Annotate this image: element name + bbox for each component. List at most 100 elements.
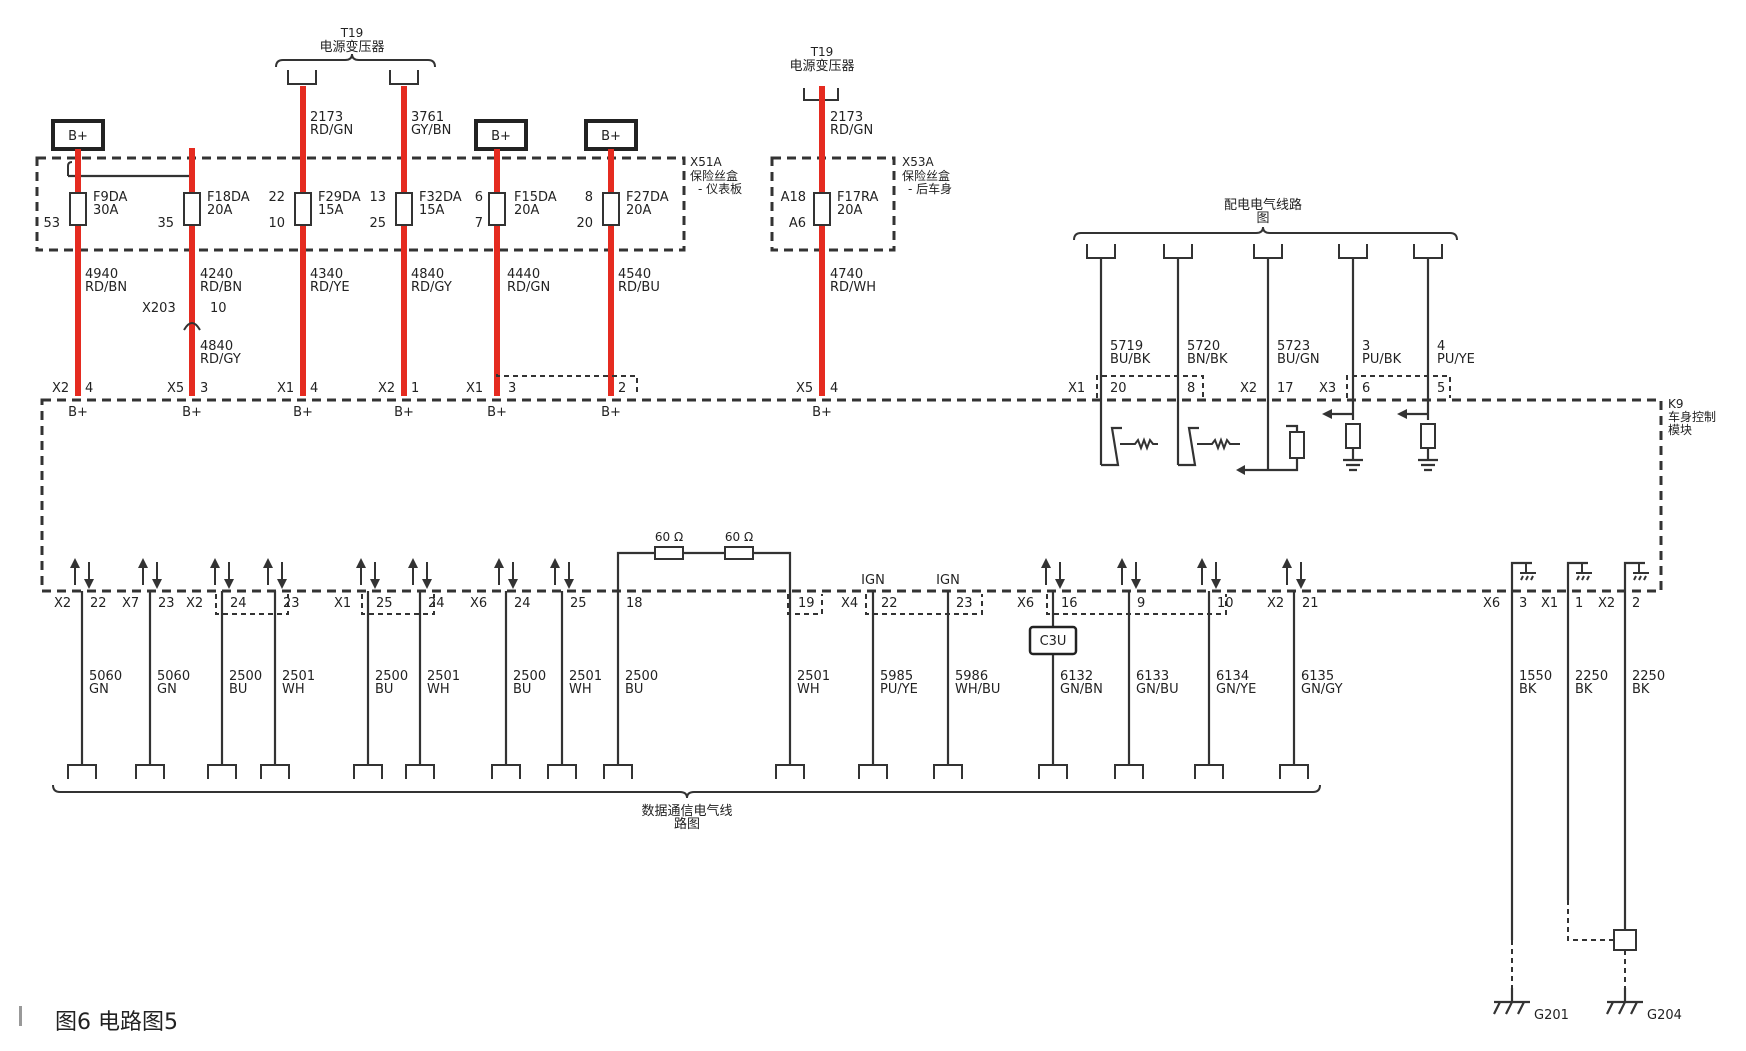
wire-color: GN [157,682,177,697]
wire-code: 5060 [89,669,122,684]
bplus-label: B+ [491,129,511,144]
wire-color: BN/BK [1187,352,1228,367]
conn-pin: 6 [1362,381,1370,396]
arrow-left-icon [1397,409,1407,419]
conn-label: X2 [54,596,71,611]
bplus-box-2: B+ [474,119,528,151]
ign-label: IGN [861,573,885,588]
wire-code: 2500 [625,669,658,684]
input-wire-labels: 2173 RD/GN 3761 GY/BN 2173 RD/GN [310,110,873,138]
conn-pin: 8 [1187,381,1195,396]
conn-label: X1 [466,381,483,396]
wire-color: RD/GN [507,280,550,295]
conn-pin: 23 [956,596,973,611]
wire-code: 5986 [955,669,988,684]
wire-color: RD/WH [830,280,876,295]
conn-label: X4 [841,596,858,611]
output-wire-labels: 4940 RD/BN 4240 RD/BN 4340 RD/YE 4840 RD… [85,267,876,295]
fuse-pin: 35 [157,216,174,231]
wire-color: RD/GN [310,123,353,138]
wire-code: 1550 [1519,669,1552,684]
fuse-pin-numbers: 53 35 22 10 13 25 6 7 8 20 A18 A6 [43,190,806,231]
t19-left-name: 电源变压器 [319,39,384,55]
bplus-label: B+ [293,405,313,420]
wire-code: 5985 [880,669,913,684]
fuse-rating: 20A [514,203,540,218]
wire-code: 4740 [830,267,863,282]
wire-color: PU/BK [1362,352,1402,367]
wire-color: PU/YE [880,682,918,697]
wire-color: RD/BN [200,280,242,295]
module-line2: 模块 [1668,423,1692,437]
switch-input-symbols [1101,409,1438,475]
fuse-box-rear-line2: - 后车身 [908,181,952,196]
wire-color: GN/BN [1060,682,1103,697]
wire-color: PU/YE [1437,352,1475,367]
conn-pin: 22 [881,596,898,611]
wire-code: 5720 [1187,339,1220,354]
conn-label: X6 [1483,596,1500,611]
conn-label: X5 [796,381,813,396]
conn-pin: 5 [1437,381,1445,396]
wire-color: RD/BU [618,280,660,295]
wire-code: 4940 [85,267,118,282]
wire-color: GN/YE [1216,682,1256,697]
wire-code: 2173 [830,110,863,125]
arrow-updown-icon [356,558,380,589]
fuse-pin: 7 [475,216,483,231]
data-ref-line1: 数据通信电气线 [641,803,732,819]
wire-code: 6132 [1060,669,1093,684]
fuse-rating: 20A [626,203,652,218]
fuse-box-ip-line1: 保险丝盒 [690,168,738,183]
fuse-box-ip-label: X51A 保险丝盒 - 仪表板 [690,155,742,196]
arrow-left-icon [1322,409,1332,419]
conn-pin: 3 [1519,596,1527,611]
fuse-pin: 20 [576,216,593,231]
arrow-updown-icon [1041,558,1065,589]
wire-code: 2500 [513,669,546,684]
x203-pin: 10 [210,301,227,316]
conn-pin: 18 [626,596,643,611]
conn-label: X2 [1598,596,1615,611]
conn-pin: 25 [570,596,587,611]
power-dist-ref: 配电电气线路 图 [1073,197,1458,241]
wire-code: 2501 [569,669,602,684]
top-connector-brackets [287,70,839,101]
conn-pin: 2 [618,381,626,396]
x1-shell [496,374,638,396]
wire-code: 2250 [1575,669,1608,684]
power-ref-line1: 配电电气线路 [1224,197,1302,213]
arrow-updown-icon [494,558,518,589]
conn-label: X3 [1319,381,1336,396]
conn-pin: 4 [85,381,93,396]
wire-code: 3761 [411,110,444,125]
fuse-box-rear-outline [770,156,896,252]
conn-label: X6 [470,596,487,611]
arrow-updown-icon [70,558,94,589]
wire-code: 5723 [1277,339,1310,354]
conn-pin: 4 [830,381,838,396]
t19-ref-right: T19 电源变压器 [789,45,854,74]
c3u-splice: C3U [1028,625,1078,656]
fuse-pin: 53 [43,216,60,231]
wire-code: 4 [1437,339,1445,354]
ground-points: G201 G204 [1493,988,1682,1023]
fuse-name: F18DA [207,190,250,205]
conn-pin: 23 [283,596,300,611]
wire-color: BU [513,682,531,697]
module-line1: 车身控制 [1668,409,1716,424]
wire-color: GY/BN [411,123,451,138]
wire-code: 4540 [618,267,651,282]
fuse-pin: 8 [585,190,593,205]
wire-color: WH [797,682,820,697]
ground-point-label: G204 [1647,1008,1682,1023]
k9-module-label: K9 车身控制 模块 [1668,397,1716,437]
ground-circuits [1510,561,1649,988]
fuse-rating: 20A [207,203,233,218]
data-ref-line2: 路图 [674,816,700,832]
conn-pin: 22 [90,596,107,611]
wire-color: BU/BK [1110,352,1151,367]
termination-resistors: 60 Ω 60 Ω [616,530,792,591]
wire-code: 4840 [411,267,444,282]
ign-label: IGN [936,573,960,588]
